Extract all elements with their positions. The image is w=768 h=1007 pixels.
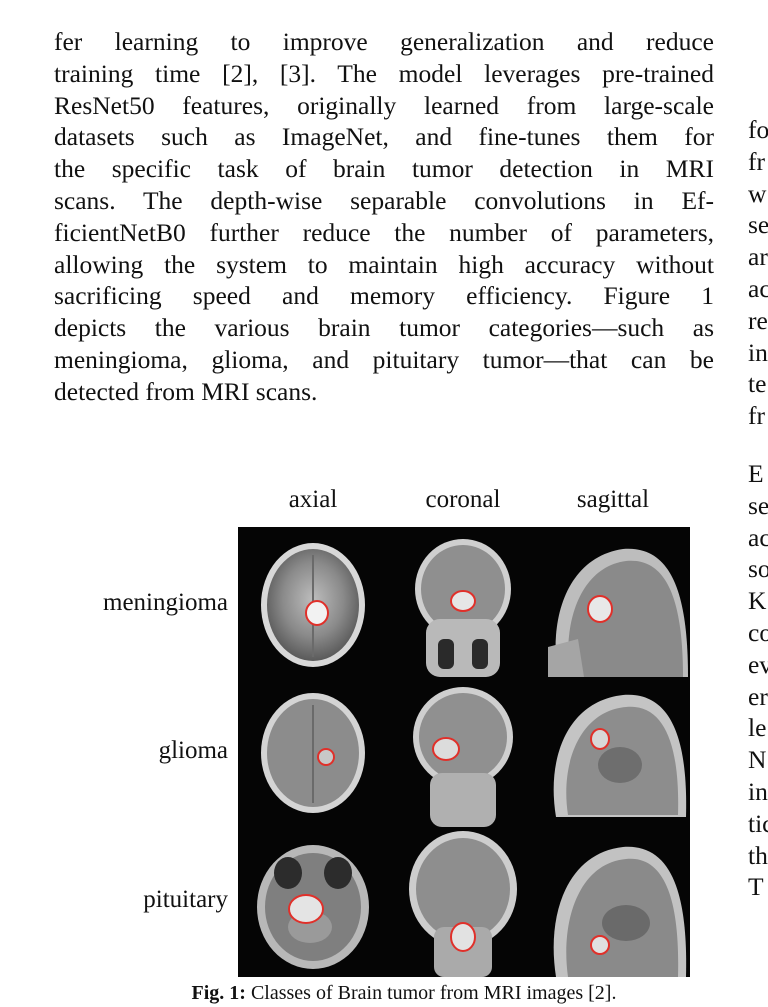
figure-caption: Fig. 1: Classes of Brain tumor from MRI …: [124, 982, 684, 1005]
clipped-line: fo: [748, 115, 768, 144]
view-label-axial: axial: [288, 486, 338, 513]
mri-image-grid: [238, 527, 690, 977]
view-label-coronal: coronal: [425, 486, 501, 513]
clipped-line: ac: [748, 522, 768, 552]
paragraph-line: allowing the system to maintain high acc…: [54, 249, 714, 279]
paragraph-line: datasets such as ImageNet, and fine-tune…: [54, 122, 714, 152]
clipped-line: th: [748, 840, 768, 870]
clipped-line: ev: [748, 649, 768, 679]
mri-glioma-axial: [238, 677, 388, 827]
paragraph-gap: [748, 432, 768, 458]
paragraph-line: training time [2], [3]. The model levera…: [54, 58, 714, 88]
mri-meningioma-axial: [238, 527, 388, 677]
clipped-line: tic: [748, 808, 768, 838]
clipped-line: se: [748, 490, 768, 520]
mri-meningioma-sagittal: [538, 527, 688, 677]
body-text-left-column: fer learning to improve generalization a…: [54, 26, 714, 408]
clipped-line: N: [748, 745, 767, 775]
caption-label: Fig. 1:: [191, 982, 246, 1004]
clipped-line: ac: [748, 273, 768, 303]
paragraph-line: the specific task of brain tumor detecti…: [54, 154, 714, 184]
row-label-glioma: glioma: [158, 737, 228, 764]
mri-pituitary-axial: [238, 827, 388, 977]
paragraph-line: detected from MRI scans.: [54, 376, 318, 406]
mri-pituitary-sagittal: [538, 827, 688, 977]
paragraph-line: fer learning to improve generalization a…: [54, 27, 714, 56]
clipped-line: in: [748, 776, 768, 806]
clipped-line: le: [748, 713, 767, 743]
paragraph-line: meningioma, glioma, and pituitary tumor—…: [54, 344, 714, 374]
clipped-line: E: [748, 458, 764, 488]
clipped-line: se: [748, 210, 768, 240]
paragraph-line: sacrificing speed and memory efficiency.…: [54, 281, 714, 311]
figure-1: axial coronal sagittal meningioma glioma…: [78, 486, 718, 1007]
row-label-pituitary: pituitary: [143, 886, 228, 913]
view-label-sagittal: sagittal: [576, 486, 650, 513]
clipped-line: co: [748, 617, 768, 647]
row-label-meningioma: meningioma: [103, 589, 228, 616]
mri-glioma-coronal: [388, 677, 538, 827]
caption-text: Classes of Brain tumor from MRI images […: [250, 982, 617, 1004]
clipped-line: so: [748, 554, 768, 584]
clipped-line: K: [748, 586, 767, 616]
paragraph-line: ResNet50 features, originally learned fr…: [54, 90, 714, 120]
clipped-line: w: [748, 178, 767, 208]
clipped-line: er: [748, 681, 768, 711]
paragraph-line: ficientNetB0 further reduce the number o…: [54, 217, 714, 247]
clipped-line: re: [748, 305, 768, 335]
clipped-line: in: [748, 337, 768, 367]
clipped-line: T: [748, 872, 764, 902]
clipped-line: ar: [748, 242, 768, 272]
mri-glioma-sagittal: [538, 677, 688, 827]
clipped-line: fr: [748, 146, 765, 176]
clipped-line: fr: [748, 401, 765, 431]
mri-pituitary-coronal: [388, 827, 538, 977]
paragraph-line: scans. The depth-wise separable convolut…: [54, 185, 714, 215]
clipped-line: te: [748, 369, 767, 399]
paragraph-line: depicts the various brain tumor categori…: [54, 313, 714, 343]
mri-meningioma-coronal: [388, 527, 538, 677]
